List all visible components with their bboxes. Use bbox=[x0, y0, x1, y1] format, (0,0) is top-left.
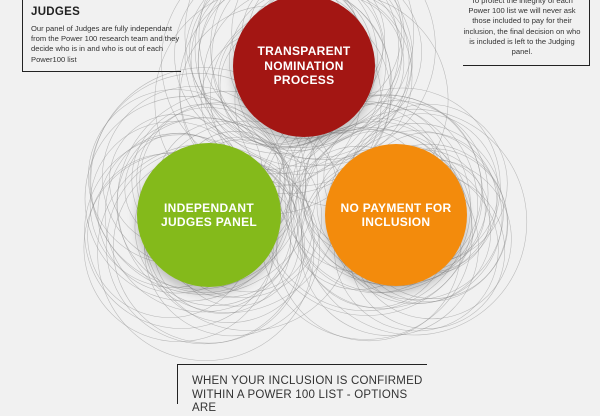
decorative-ring bbox=[210, 0, 436, 160]
independant-judges-circle: INDEPENDANT JUDGES PANEL bbox=[137, 143, 281, 287]
independant-judges-label: INDEPENDANT JUDGES PANEL bbox=[160, 200, 258, 230]
inclusion-options-text: WHEN YOUR INCLUSION IS CONFIRMED WITHIN … bbox=[192, 375, 423, 414]
no-payment-label: NO PAYMENT FOR INCLUSION bbox=[340, 200, 452, 230]
decorative-ring bbox=[211, 0, 413, 159]
no-payment-circle: NO PAYMENT FOR INCLUSION bbox=[325, 144, 467, 286]
decorative-ring bbox=[184, 0, 414, 148]
judges-heading: JUDGES bbox=[31, 6, 81, 18]
decorative-ring bbox=[161, 0, 387, 175]
judges-description: Our panel of Judges are fully independan… bbox=[31, 24, 180, 64]
transparent-nomination-label: TRANSPARENT NOMINATION PROCESS bbox=[257, 44, 351, 88]
decorative-ring bbox=[194, 0, 400, 151]
payment-info-panel: To protect the integrity of each Power 1… bbox=[463, 0, 590, 67]
decorative-ring bbox=[300, 108, 528, 336]
transparent-nomination-circle: TRANSPARENT NOMINATION PROCESS bbox=[233, 0, 375, 137]
decorative-ring bbox=[90, 67, 318, 295]
inclusion-options-box: WHEN YOUR INCLUSION IS CONFIRMED WITHIN … bbox=[177, 364, 427, 414]
judges-info-panel: JUDGES Our panel of Judges are fully ind… bbox=[22, 0, 181, 72]
decorative-ring bbox=[293, 130, 473, 309]
decorative-ring bbox=[284, 94, 483, 293]
payment-description: To protect the integrity of each Power 1… bbox=[463, 0, 581, 57]
decorative-ring bbox=[302, 100, 489, 287]
decorative-ring bbox=[104, 117, 300, 313]
